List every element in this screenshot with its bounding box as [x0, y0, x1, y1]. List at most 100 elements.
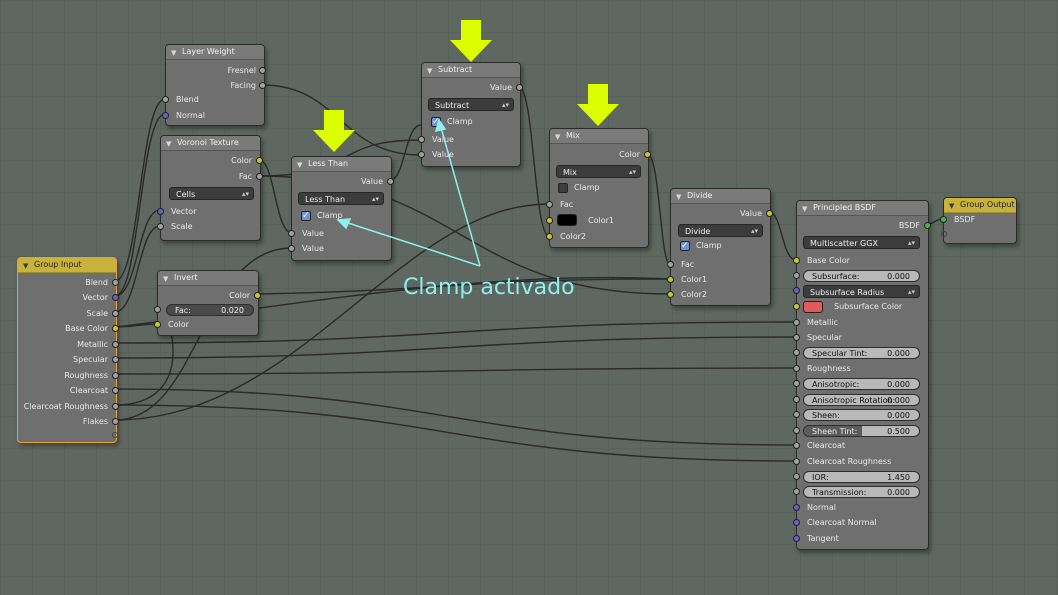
input-socket[interactable]	[793, 442, 800, 449]
input-socket[interactable]	[157, 208, 164, 215]
input-socket[interactable]	[793, 349, 800, 356]
mix-node[interactable]: ▼Mix Color Mix▴▾ Clamp Fac Color1 Color2	[546, 128, 651, 248]
ior-field[interactable]: IOR:1.450	[803, 471, 920, 483]
output-socket[interactable]	[112, 372, 119, 379]
input-socket[interactable]	[793, 473, 800, 480]
input-socket[interactable]	[793, 488, 800, 495]
output-socket[interactable]	[112, 356, 119, 363]
subtract-clamp-checkbox[interactable]: Clamp	[431, 116, 473, 128]
collapse-icon[interactable]: ▼	[166, 140, 172, 148]
distribution-dropdown[interactable]: Multiscatter GGX▴▾	[803, 236, 920, 249]
group-input-node[interactable]: ▼Group Input Blend Vector Scale Base Col…	[17, 257, 119, 443]
empty-socket[interactable]	[941, 231, 947, 237]
group-output-header[interactable]: ▼Group Output	[944, 198, 1016, 213]
sheen-tint-field[interactable]: Sheen Tint:0.500	[803, 425, 920, 437]
input-socket[interactable]	[793, 287, 800, 294]
output-socket[interactable]	[256, 173, 263, 180]
input-socket[interactable]	[546, 201, 553, 208]
layer-weight-header[interactable]: ▼Layer Weight	[166, 45, 264, 60]
layer-weight-node[interactable]: ▼Layer Weight Fresnel Facing Blend Norma…	[162, 44, 266, 126]
input-socket[interactable]	[288, 230, 295, 237]
invert-header[interactable]: ▼Invert	[158, 271, 258, 286]
input-socket[interactable]	[793, 272, 800, 279]
specular-tint-field[interactable]: Specular Tint:0.000	[803, 347, 920, 359]
output-socket[interactable]	[112, 279, 119, 286]
transmission-field[interactable]: Transmission:0.000	[803, 486, 920, 498]
input-socket[interactable]	[793, 319, 800, 326]
output-socket[interactable]	[924, 222, 931, 229]
less-than-clamp-checkbox[interactable]: Clamp	[301, 210, 343, 222]
input-socket[interactable]	[667, 291, 674, 298]
subtract-operation-dropdown[interactable]: Subtract▴▾	[428, 98, 514, 111]
collapse-icon[interactable]: ▼	[427, 67, 433, 75]
voronoi-mode-dropdown[interactable]: Cells▴▾	[169, 187, 254, 200]
collapse-icon[interactable]: ▼	[23, 262, 29, 270]
subtract-header[interactable]: ▼Subtract	[422, 63, 520, 78]
input-socket[interactable]	[667, 261, 674, 268]
input-socket[interactable]	[793, 535, 800, 542]
input-socket[interactable]	[793, 411, 800, 418]
principled-bsdf-header[interactable]: ▼Principled BSDF	[797, 201, 928, 216]
output-socket[interactable]	[256, 157, 263, 164]
output-socket[interactable]	[112, 341, 119, 348]
divide-node[interactable]: ▼Divide Value Divide▴▾ Clamp Fac Color1 …	[667, 188, 773, 306]
group-output-node[interactable]: ▼Group Output BSDF	[940, 197, 1017, 244]
invert-fac-field[interactable]: Fac:0.020	[166, 304, 254, 316]
input-socket[interactable]	[940, 216, 947, 223]
voronoi-header[interactable]: ▼Voronoi Texture	[161, 136, 260, 151]
voronoi-texture-node[interactable]: ▼Voronoi Texture Color Fac Cells▴▾ Vecto…	[157, 135, 263, 241]
input-socket[interactable]	[793, 303, 800, 310]
collapse-icon[interactable]: ▼	[171, 49, 177, 57]
input-socket[interactable]	[793, 365, 800, 372]
output-socket[interactable]	[387, 178, 394, 185]
subsurface-method-dropdown[interactable]: Subsurface Radius▴▾	[803, 285, 920, 298]
group-input-header[interactable]: ▼Group Input	[18, 258, 116, 273]
input-socket[interactable]	[793, 504, 800, 511]
input-socket[interactable]	[157, 223, 164, 230]
collapse-icon[interactable]: ▼	[297, 161, 303, 169]
less-than-operation-dropdown[interactable]: Less Than▴▾	[298, 192, 384, 205]
collapse-icon[interactable]: ▼	[949, 202, 955, 210]
input-socket[interactable]	[162, 96, 169, 103]
output-socket[interactable]	[112, 403, 119, 410]
output-socket[interactable]	[766, 210, 773, 217]
collapse-icon[interactable]: ▼	[802, 205, 808, 213]
anisotropic-rotation-field[interactable]: Anisotropic Rotation:0.000	[803, 394, 920, 406]
input-socket[interactable]	[793, 396, 800, 403]
input-socket[interactable]	[154, 321, 161, 328]
less-than-header[interactable]: ▼Less Than	[292, 157, 391, 172]
output-socket[interactable]	[112, 325, 119, 332]
input-socket[interactable]	[793, 427, 800, 434]
output-socket[interactable]	[112, 294, 119, 301]
subsurface-field[interactable]: Subsurface:0.000	[803, 270, 920, 282]
mix-header[interactable]: ▼Mix	[550, 129, 648, 144]
input-socket[interactable]	[546, 217, 553, 224]
collapse-icon[interactable]: ▼	[676, 193, 682, 201]
invert-node[interactable]: ▼Invert Color Fac:0.020 Color	[154, 270, 261, 336]
anisotropic-field[interactable]: Anisotropic:0.000	[803, 378, 920, 390]
subtract-node[interactable]: ▼Subtract Value Subtract▴▾ Clamp Value V…	[418, 62, 523, 167]
output-socket[interactable]	[259, 67, 266, 74]
input-socket[interactable]	[793, 257, 800, 264]
output-socket[interactable]	[254, 292, 261, 299]
input-socket[interactable]	[154, 306, 161, 313]
input-socket[interactable]	[793, 519, 800, 526]
principled-bsdf-node[interactable]: ▼Principled BSDF BSDF Multiscatter GGX▴▾…	[793, 200, 931, 550]
subsurface-color-swatch[interactable]	[803, 301, 823, 313]
input-socket[interactable]	[546, 233, 553, 240]
input-socket[interactable]	[667, 276, 674, 283]
sheen-field[interactable]: Sheen:0.000	[803, 409, 920, 421]
collapse-icon[interactable]: ▼	[163, 275, 169, 283]
mix-clamp-checkbox[interactable]: Clamp	[558, 182, 600, 194]
output-socket[interactable]	[112, 387, 119, 394]
output-socket[interactable]	[516, 84, 523, 91]
divide-clamp-checkbox[interactable]: Clamp	[680, 240, 722, 252]
less-than-node[interactable]: ▼Less Than Value Less Than▴▾ Clamp Value…	[288, 156, 394, 261]
mix-color1-swatch[interactable]	[557, 214, 577, 226]
input-socket[interactable]	[793, 458, 800, 465]
output-socket[interactable]	[259, 82, 266, 89]
input-socket[interactable]	[793, 334, 800, 341]
input-socket[interactable]	[288, 245, 295, 252]
divide-operation-dropdown[interactable]: Divide▴▾	[678, 224, 763, 237]
mix-blend-dropdown[interactable]: Mix▴▾	[556, 165, 641, 178]
